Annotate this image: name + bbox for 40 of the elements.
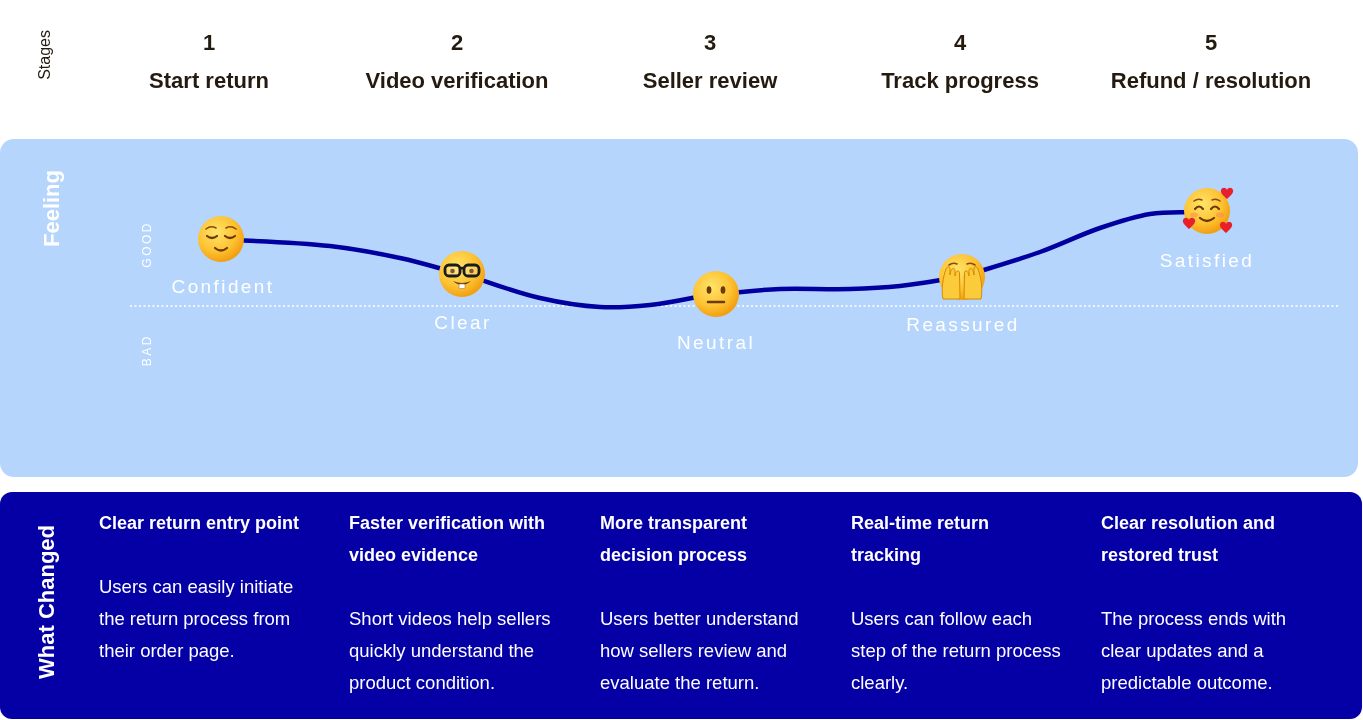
hands-over-face-icon <box>938 253 986 301</box>
change-title: Real-time return tracking <box>851 512 991 567</box>
change-title: More transparent decision process <box>600 512 749 567</box>
nerd-face-icon <box>438 250 486 298</box>
row-title: Feeling <box>40 170 65 247</box>
stage-number: 4 <box>953 30 967 56</box>
stage-title: Start return <box>149 68 269 94</box>
stage-title: Seller review <box>642 68 778 94</box>
change-description: Users can easily initiate the return process from their order page. <box>99 575 295 663</box>
change-description: Users better understand how sellers review and evaluate the return. <box>600 607 800 695</box>
feeling-curve <box>981 209 1187 273</box>
feeling-panel <box>0 139 1358 477</box>
relieved-face-icon <box>197 215 245 263</box>
change-title: Clear return entry point <box>99 512 301 535</box>
emotion-label: Neutral <box>676 332 756 354</box>
stage-title: Video verification <box>365 68 549 94</box>
feeling-curve <box>241 238 442 271</box>
change-description: The process ends with clear updates and a predictable outcome. <box>1101 607 1288 695</box>
emotion-label: Confident <box>171 276 275 298</box>
change-title: Clear resolution and restored trust <box>1101 512 1277 567</box>
stage-number: 2 <box>450 30 464 56</box>
stage-number: 3 <box>703 30 717 56</box>
row-title: Stages <box>36 30 54 80</box>
feeling-curve <box>481 278 696 310</box>
axis-label: BAD <box>141 334 155 367</box>
change-title: Faster verification with video evidence <box>349 512 547 567</box>
emotion-label: Clear <box>434 312 492 334</box>
change-description: Users can follow each step of the return process clearly. <box>851 607 1062 695</box>
stage-title: Track progress <box>881 68 1039 94</box>
row-title: What Changed <box>35 525 60 679</box>
change-description: Short videos help sellers quickly understand the product condition. <box>349 607 552 695</box>
feeling-curve <box>736 278 942 295</box>
stage-title: Refund / resolution <box>1110 68 1312 94</box>
stage-number: 1 <box>202 30 216 56</box>
changes-panel <box>0 492 1362 719</box>
emotion-label: Satisfied <box>1159 250 1255 272</box>
neutral-face-icon <box>692 270 740 318</box>
stage-number: 5 <box>1204 30 1218 56</box>
emotion-label: Reassured <box>906 314 1020 336</box>
axis-label: GOOD <box>141 221 155 268</box>
